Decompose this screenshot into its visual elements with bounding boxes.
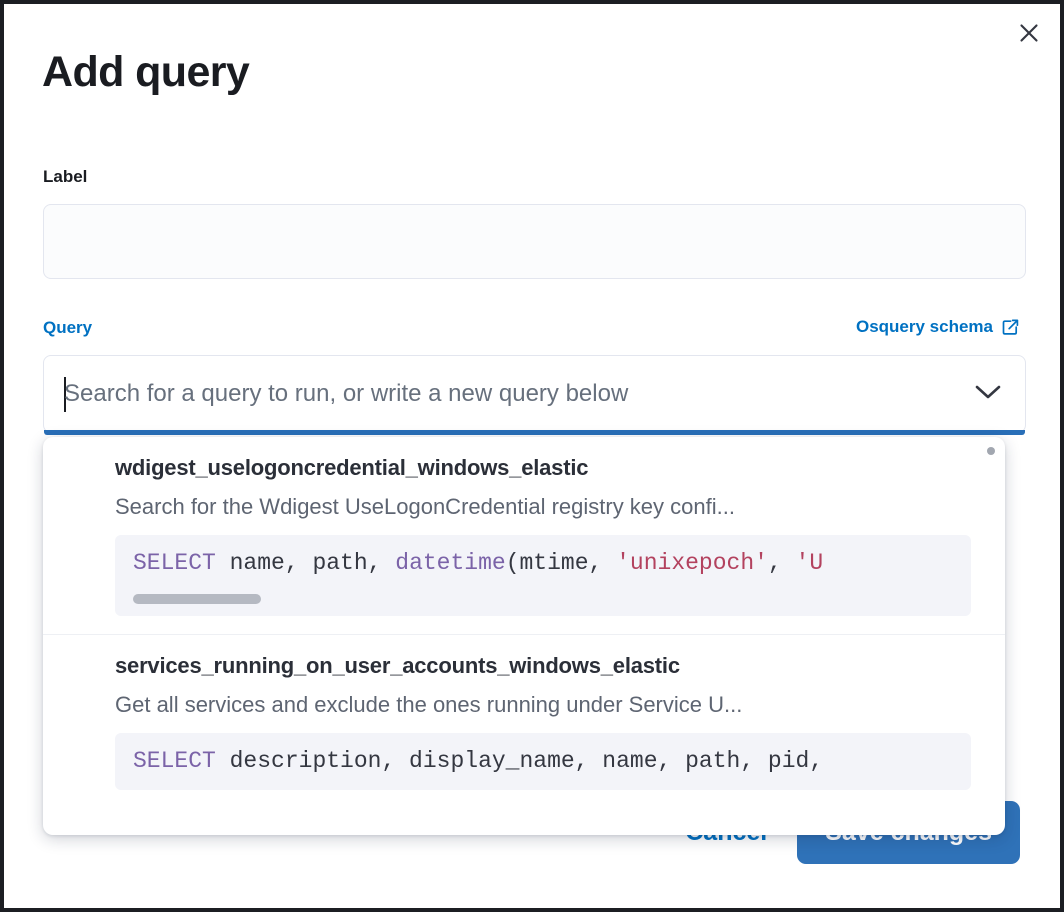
option-title: services_running_on_user_accounts_window…	[115, 652, 680, 678]
query-field-caption: Query	[43, 318, 93, 337]
query-combobox[interactable]	[43, 355, 1026, 433]
external-link-icon	[1001, 318, 1020, 337]
sql-token: 'U	[795, 550, 824, 576]
query-suggestions-dropdown[interactable]: wdigest_uselogoncredential_windows_elast…	[43, 437, 1005, 835]
combobox-focus-underline	[44, 430, 1025, 435]
option-sql-preview: SELECT name, path, datetime(mtime, 'unix…	[115, 535, 971, 616]
sql-code-line: SELECT name, path, datetime(mtime, 'unix…	[133, 549, 971, 578]
osquery-schema-link[interactable]: Osquery schema	[856, 317, 1020, 337]
option-description: Search for the Wdigest UseLogonCredentia…	[115, 494, 735, 519]
close-icon[interactable]	[1012, 16, 1046, 50]
sql-code-line: SELECT description, display_name, name, …	[133, 747, 971, 776]
label-input[interactable]	[43, 204, 1026, 279]
code-horizontal-scrollbar[interactable]	[133, 593, 261, 604]
list-item[interactable]: services_running_on_user_accounts_window…	[43, 633, 1005, 808]
sql-token: name, path,	[215, 550, 396, 576]
sql-token: datetime	[395, 550, 506, 576]
scrollbar-indicator[interactable]	[987, 447, 995, 455]
sql-token: ,	[767, 550, 796, 576]
page-title: Add query	[42, 48, 250, 96]
chevron-down-icon[interactable]	[973, 382, 1003, 406]
query-search-input[interactable]	[64, 356, 964, 432]
option-sql-preview: SELECT description, display_name, name, …	[115, 732, 971, 790]
sql-token: SELECT	[133, 747, 216, 774]
sql-token: (mtime,	[505, 550, 617, 576]
osquery-schema-label: Osquery schema	[855, 317, 993, 336]
option-title: wdigest_uselogoncredential_windows_elast…	[115, 455, 589, 480]
code-block-padding	[133, 776, 971, 790]
option-spacer	[115, 616, 1005, 634]
sql-token: description, display_name, name, path, p…	[215, 747, 824, 774]
sql-token: 'unixepoch'	[616, 550, 768, 576]
option-spacer	[115, 790, 1005, 808]
list-item[interactable]: wdigest_uselogoncredential_windows_elast…	[43, 437, 1005, 634]
label-field-caption: Label	[43, 167, 88, 186]
sql-token: SELECT	[133, 550, 216, 576]
option-description: Get all services and exclude the ones ru…	[115, 691, 743, 717]
